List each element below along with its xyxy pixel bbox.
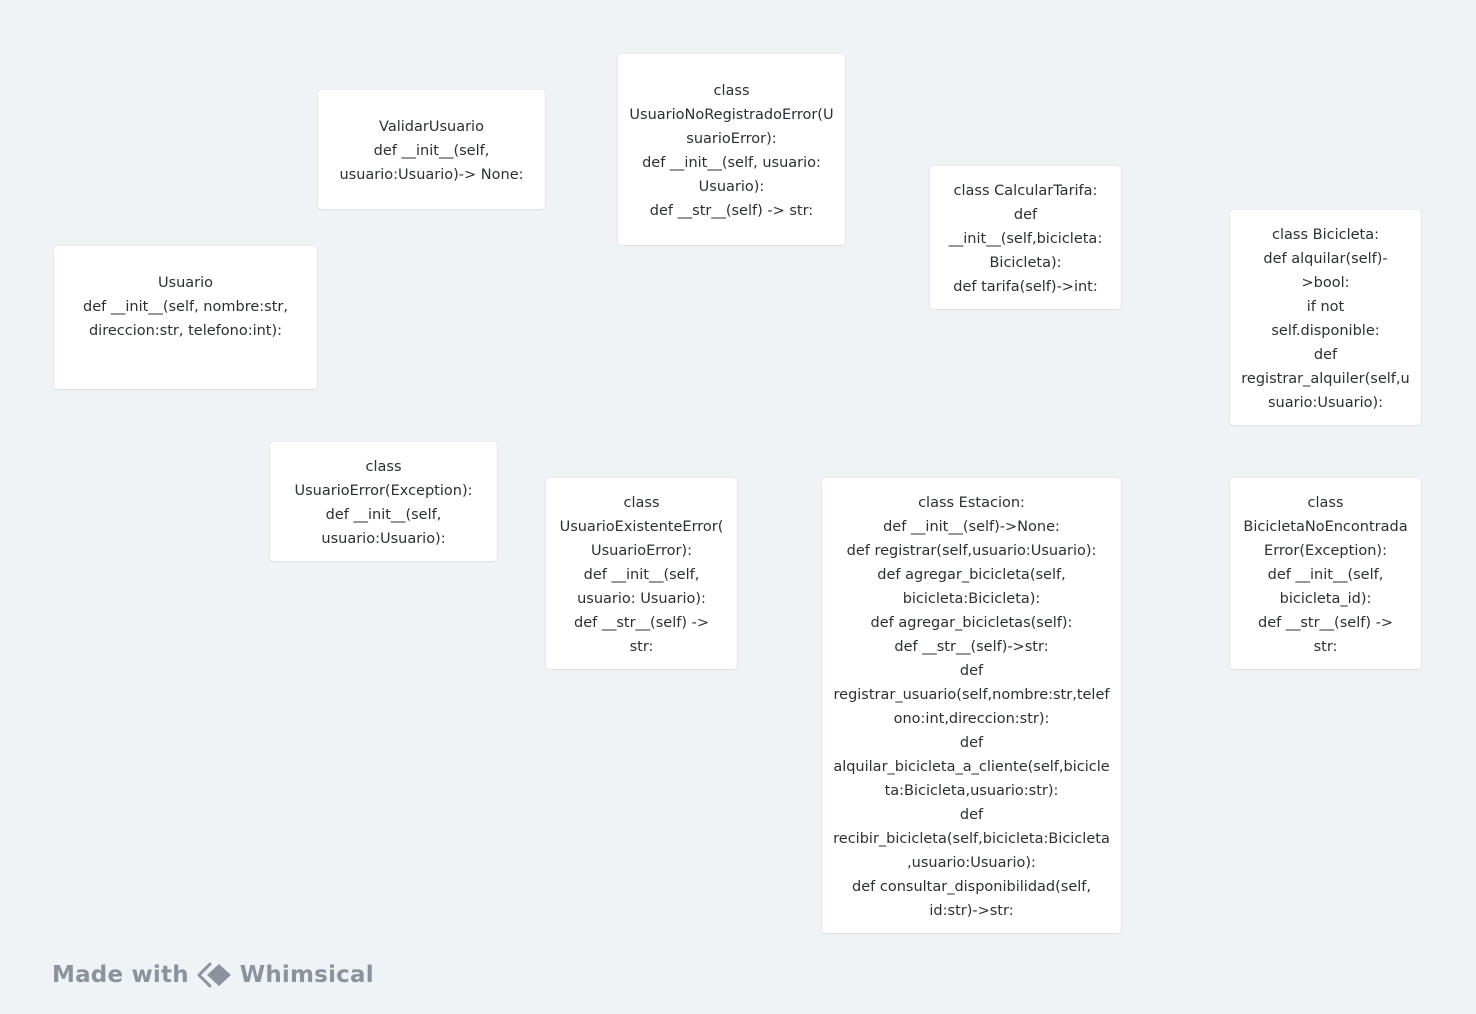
made-with-whimsical-watermark[interactable]: Made with Whimsical xyxy=(52,956,374,994)
class-box-text: Usuario def __init__(self, nombre:str, d… xyxy=(83,275,288,339)
class-box-text: class CalcularTarifa: def __init__(self,… xyxy=(948,183,1103,295)
class-box-validar-usuario[interactable]: ValidarUsuario def __init__(self, usuari… xyxy=(318,90,545,209)
made-with-label: Made with xyxy=(52,962,189,988)
class-box-text: class UsuarioError(Exception): def __ini… xyxy=(294,459,473,547)
class-box-calcular-tarifa[interactable]: class CalcularTarifa: def __init__(self,… xyxy=(930,166,1121,309)
class-box-usuario[interactable]: Usuario def __init__(self, nombre:str, d… xyxy=(54,246,317,389)
class-box-estacion[interactable]: class Estacion: def __init__(self)->None… xyxy=(822,478,1121,933)
class-box-usuario-existente-error[interactable]: class UsuarioExistenteError(UsuarioError… xyxy=(546,478,737,669)
class-box-text: class UsuarioNoRegistradoError(UsuarioEr… xyxy=(629,83,834,219)
class-box-bicicleta-no-encontrada-error[interactable]: class BicicletaNoEncontradaError(Excepti… xyxy=(1230,478,1421,669)
class-box-bicicleta[interactable]: class Bicicleta: def alquilar(self)- >bo… xyxy=(1230,210,1421,425)
class-box-text: class Estacion: def __init__(self)->None… xyxy=(833,495,1110,919)
class-box-text: class UsuarioExistenteError(UsuarioError… xyxy=(559,495,724,655)
class-box-usuario-no-registrado-error[interactable]: class UsuarioNoRegistradoError(UsuarioEr… xyxy=(618,54,845,245)
class-box-text: class Bicicleta: def alquilar(self)- >bo… xyxy=(1241,227,1410,411)
whimsical-logo-icon xyxy=(197,962,235,988)
whimsical-brand-label: Whimsical xyxy=(239,962,374,988)
class-box-text: ValidarUsuario def __init__(self, usuari… xyxy=(339,119,524,183)
class-box-text: class BicicletaNoEncontradaError(Excepti… xyxy=(1243,495,1408,655)
class-box-usuario-error[interactable]: class UsuarioError(Exception): def __ini… xyxy=(270,442,497,561)
